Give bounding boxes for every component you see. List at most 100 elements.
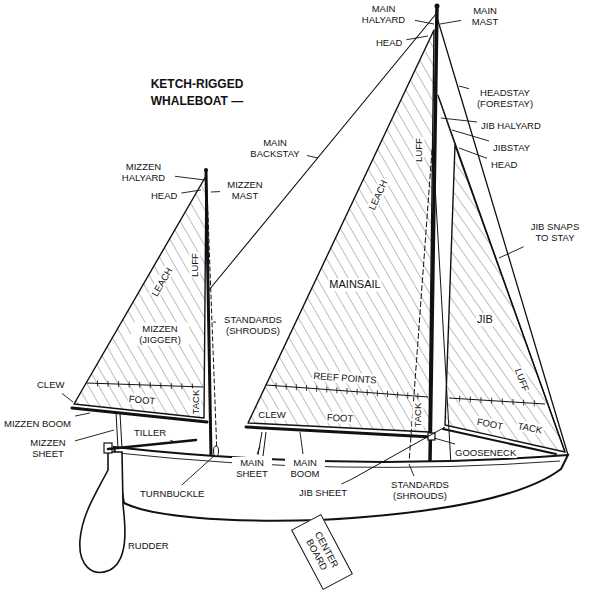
reef-point — [139, 382, 140, 388]
stay-label: JIBSTAY — [492, 142, 531, 153]
reef-point — [397, 392, 398, 398]
tiller-label: TILLER — [133, 427, 167, 438]
leader-line — [307, 156, 318, 158]
boom-label: MIZZEN BOOM — [3, 418, 72, 429]
halyard-label: JIB HALYARD — [480, 120, 542, 131]
reef-point — [502, 398, 503, 404]
mizzen-mast — [206, 170, 211, 456]
reef-line — [87, 383, 203, 387]
main-sail: LEACHLUFFMAINSAILREEF POINTSCLEWFOOTTACK — [244, 26, 438, 436]
mizzen-sheet-line — [120, 413, 122, 449]
leader-line — [459, 148, 487, 158]
main-sheet-line — [258, 432, 262, 455]
mizzen-sail: LEACHLUFFMIZZEN (JIGGER)FOOTTACK — [70, 172, 210, 422]
leader-line — [499, 247, 524, 258]
gooseneck-label: GOOSENECK — [454, 447, 517, 458]
sail-hatching — [248, 30, 434, 432]
main-sheet-line — [263, 432, 266, 456]
leader-line — [257, 446, 260, 454]
head-label: HEAD — [150, 190, 178, 201]
leader-line — [440, 20, 461, 24]
sail-outline — [70, 172, 210, 422]
reef-point — [347, 388, 348, 394]
shroud-label: STANDARDS (SHROUDS) — [219, 314, 287, 337]
reef-point — [296, 384, 297, 390]
reef-point — [523, 400, 524, 406]
sheet-label: MIZZEN SHEET — [24, 437, 72, 460]
rudder-label: RUDDER — [127, 540, 170, 551]
sail-edge — [248, 30, 434, 432]
sail-name: MIZZEN (JIGGER) — [131, 323, 189, 346]
leader-line — [213, 322, 216, 323]
reef-point — [171, 383, 172, 389]
leader-line — [75, 430, 114, 441]
halyard-label: MIZZEN HALYARD — [115, 161, 172, 184]
leader-line — [434, 438, 455, 444]
reef-point — [357, 389, 358, 395]
reef-point — [470, 396, 471, 402]
note-label: JIB SNAPS TO STAY — [525, 221, 585, 244]
stay-label: HEADSTAY (FORESTAY) — [472, 87, 538, 110]
reef-point — [316, 386, 317, 392]
sail-hatching — [445, 145, 565, 452]
leader-line — [459, 86, 469, 89]
rudder — [80, 452, 125, 572]
reef-point — [306, 385, 307, 391]
leader-line — [182, 455, 215, 485]
reef-line — [449, 398, 545, 404]
reef-point — [276, 383, 277, 389]
luff-label: LUFF — [189, 252, 200, 278]
clew-label: CLEW — [257, 409, 286, 420]
sheet-label: JIB SHEET — [298, 487, 348, 498]
sail-edge — [74, 176, 206, 418]
clew-label: CLEW — [36, 379, 65, 390]
reef-point — [459, 396, 460, 402]
leader-line — [341, 479, 352, 484]
reef-line — [266, 385, 428, 397]
reef-point — [513, 399, 514, 405]
head-label: HEAD — [375, 37, 403, 48]
leader-line — [175, 176, 205, 180]
reef-point — [534, 400, 535, 406]
jib-sheet-line — [352, 427, 445, 479]
leader-line — [409, 464, 414, 476]
tack-label: TACK — [190, 389, 201, 416]
reef-point — [367, 390, 368, 396]
reef-point — [97, 380, 98, 386]
reef-point — [118, 381, 119, 387]
leader-line — [75, 413, 90, 416]
sail-name: JIB — [476, 313, 494, 326]
mast-label: MIZZEN MAST — [223, 179, 267, 202]
jib-sail: JIBLUFFFOOTTACK — [441, 141, 569, 456]
sail-name: MAINSAIL — [328, 278, 381, 291]
shroud-label: STANDARDS (SHROUDS) — [386, 479, 454, 502]
centerboard-label: CENTER BOARD — [296, 518, 347, 587]
leader-line — [441, 118, 477, 122]
sail-hatching — [74, 176, 206, 418]
reef-point — [181, 383, 182, 389]
reef-point — [286, 384, 287, 390]
tack-label: TACK — [412, 402, 423, 429]
diagram-title: KETCH-RIGGED WHALEBOAT — — [142, 76, 252, 110]
reef-point — [336, 387, 337, 393]
reef-point — [491, 398, 492, 404]
leader-line — [170, 440, 175, 442]
leader-line — [300, 432, 303, 454]
reef-point — [160, 383, 161, 389]
leader-line — [211, 191, 220, 192]
mast-head — [435, 4, 440, 9]
halyard-label: MAIN HALYARD — [355, 3, 412, 26]
reef-point — [377, 390, 378, 396]
mizzen-sheet-line — [116, 412, 118, 449]
hull — [114, 447, 568, 521]
centerboard: CENTER BOARD — [291, 514, 353, 590]
leader-line — [62, 393, 73, 402]
sheet-label: MAIN SHEET — [232, 457, 272, 480]
luff-label: LUFF — [413, 137, 424, 163]
head-label: HEAD — [490, 159, 518, 170]
turnbuckle-label: TURNBUCKLE — [139, 488, 205, 499]
leader-line — [452, 130, 489, 141]
turnbuckle — [214, 446, 219, 456]
leader-line — [415, 20, 434, 24]
